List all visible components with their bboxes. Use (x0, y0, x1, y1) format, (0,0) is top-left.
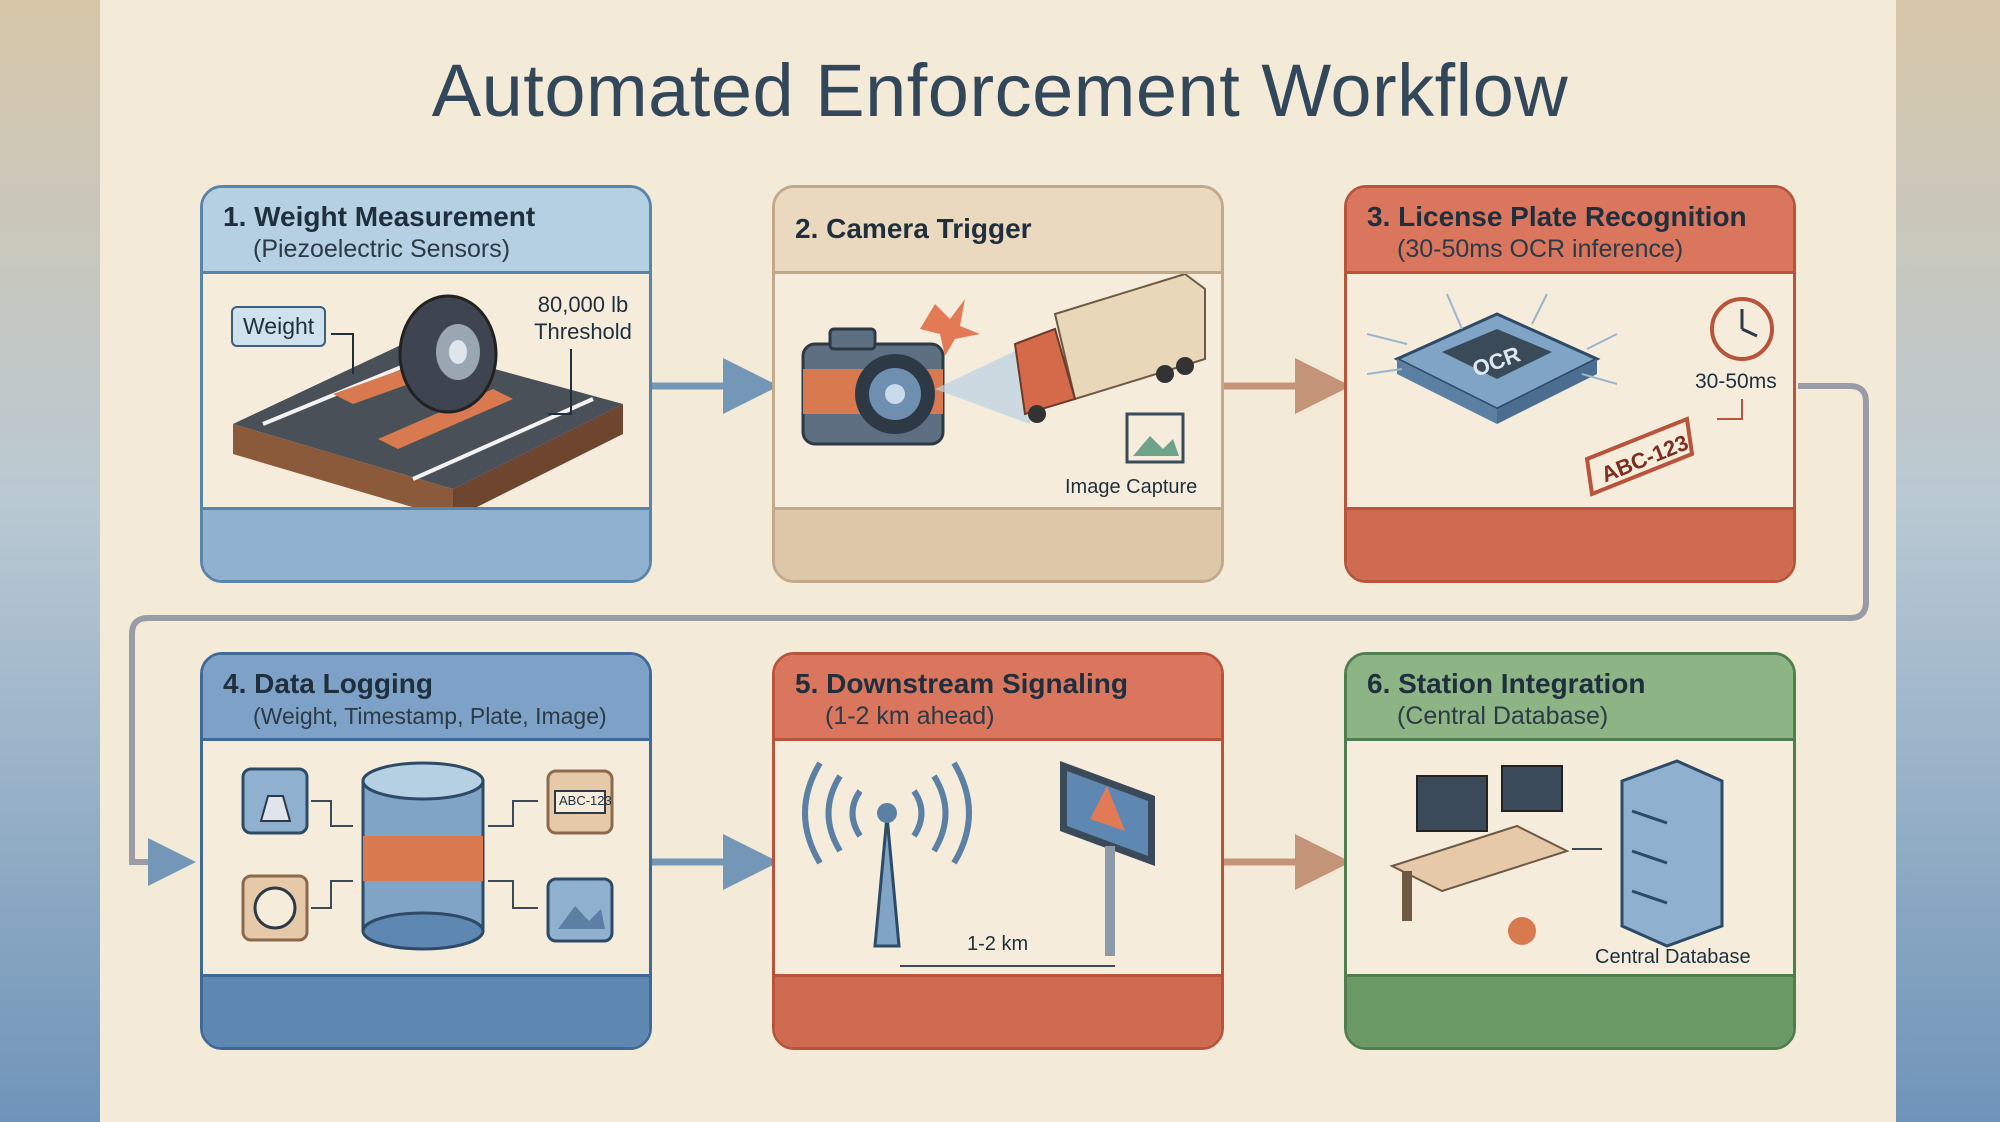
threshold-value: 80,000 lb (537, 292, 629, 317)
step-subtitle: (1-2 km ahead) (825, 702, 995, 730)
step-header: 1. Weight Measurement (Piezoelectric Sen… (203, 188, 649, 274)
step-illustration: OCR 30-50ms ABC-123 (1347, 274, 1793, 513)
step-footer (775, 507, 1221, 580)
license-plate-icon (1584, 416, 1695, 497)
step-license-plate-recognition: 3. License Plate Recognition (30-50ms OC… (1344, 185, 1796, 583)
threshold-label: Threshold (534, 319, 632, 344)
step-subtitle: (Weight, Timestamp, Plate, Image) (253, 703, 607, 729)
step-header: 4. Data Logging (Weight, Timestamp, Plat… (203, 655, 649, 741)
step-downstream-signaling: 5. Downstream Signaling (1-2 km ahead) 1… (772, 652, 1224, 1050)
step-footer (775, 974, 1221, 1047)
step-illustration: ABC-123 (203, 741, 649, 980)
image-capture-label: Image Capture (1065, 476, 1198, 498)
step-title: 5. Downstream Signaling (795, 668, 1128, 699)
license-plate-icon (546, 769, 614, 835)
central-database-label: Central Database (1595, 946, 1751, 968)
clock-icon (241, 874, 309, 942)
step-header: 2. Camera Trigger (775, 188, 1221, 274)
step-illustration: Image Capture (775, 272, 1221, 513)
server-icon (1620, 759, 1724, 948)
plate-text: ABC-123 (559, 793, 612, 808)
image-icon (1125, 412, 1185, 464)
antenna-icon (802, 761, 972, 948)
step-subtitle: (Central Database) (1397, 702, 1609, 730)
step-camera-trigger: 2. Camera Trigger Image C (772, 185, 1224, 583)
step-footer (1347, 507, 1793, 580)
step-station-integration: 6. Station Integration (Central Database… (1344, 652, 1796, 1050)
truck-icon (1013, 272, 1206, 423)
step-footer (203, 974, 649, 1047)
step-footer (203, 507, 649, 580)
road-sensor-icon (233, 344, 623, 519)
step-header: 5. Downstream Signaling (1-2 km ahead) (775, 655, 1221, 741)
image-icon (546, 877, 614, 943)
step-weight-measurement: 1. Weight Measurement (Piezoelectric Sen… (200, 185, 652, 583)
step-illustration: 1-2 km (775, 741, 1221, 980)
diagram-title: Automated Enforcement Workflow (431, 49, 1569, 132)
step-title: 3. License Plate Recognition (1367, 201, 1747, 232)
arrow-3-to-4 (129, 383, 1869, 886)
camera-icon (801, 327, 945, 446)
step-illustration: Central Database (1347, 741, 1793, 980)
step-subtitle: (Piezoelectric Sensors) (253, 235, 511, 263)
left-background-band (0, 0, 100, 1122)
warning-sign-icon (1060, 761, 1155, 956)
timing-label: 30-50ms (1695, 370, 1777, 393)
database-icon (361, 761, 485, 951)
ocr-chip-icon (1366, 293, 1618, 424)
step-subtitle: (30-50ms OCR inference) (1397, 235, 1684, 263)
step-header: 6. Station Integration (Central Database… (1347, 655, 1793, 741)
step-title: 2. Camera Trigger (795, 213, 1032, 244)
right-background-band (1896, 0, 2000, 1122)
flash-icon (920, 299, 980, 356)
step-title: 4. Data Logging (223, 668, 433, 699)
clock-icon (1710, 297, 1774, 361)
step-illustration: Weight 80,000 lb Threshold (203, 274, 649, 519)
step-title: 1. Weight Measurement (223, 201, 536, 232)
workstation-icon (1389, 765, 1570, 945)
step-title: 6. Station Integration (1367, 668, 1646, 699)
distance-label: 1-2 km (967, 933, 1029, 955)
weight-icon (241, 767, 309, 835)
step-header: 3. License Plate Recognition (30-50ms OC… (1347, 188, 1793, 274)
tire-icon (398, 294, 498, 414)
weight-label: Weight (231, 306, 327, 347)
step-footer (1347, 974, 1793, 1047)
step-data-logging: 4. Data Logging (Weight, Timestamp, Plat… (200, 652, 652, 1050)
